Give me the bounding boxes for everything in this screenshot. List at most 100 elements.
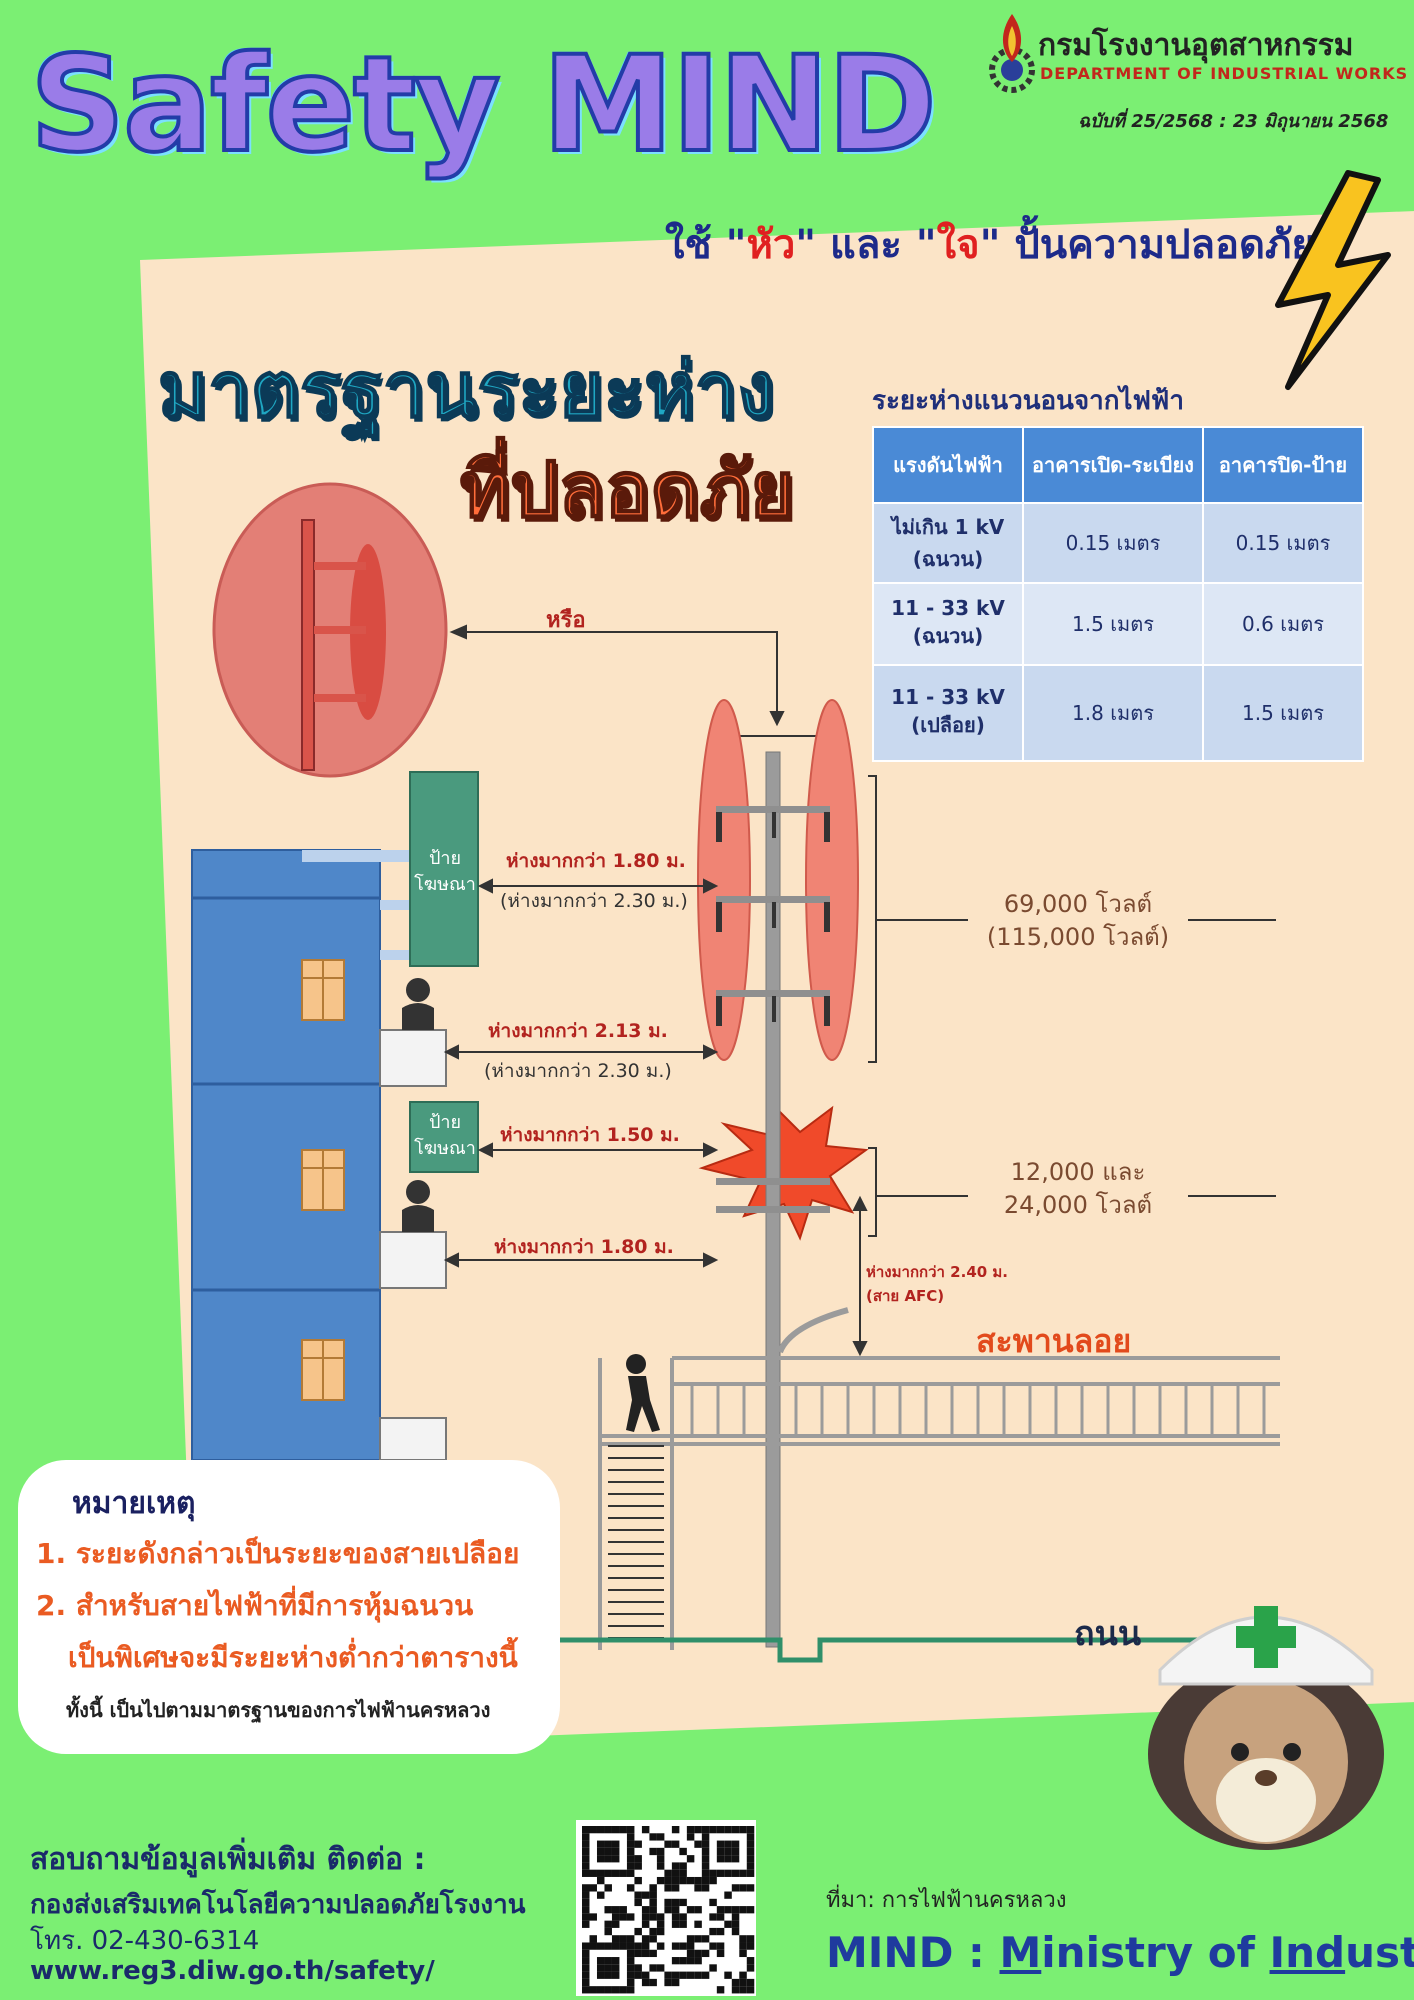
- or-arrow: [449, 624, 785, 727]
- qr-module: [649, 1964, 657, 1972]
- dist-sign-top: ห่างมากกว่า 1.80 ม.: [506, 850, 686, 872]
- qr-module: [716, 1986, 725, 1994]
- qr-module: [701, 1833, 710, 1841]
- qr-module: [701, 1840, 710, 1848]
- qr-module: [694, 1884, 702, 1892]
- utility-pole: [765, 751, 781, 1648]
- qr-module: [626, 1869, 635, 1877]
- qr-module: [724, 1920, 732, 1928]
- qr-module: [716, 1927, 725, 1936]
- qr-module: [656, 1927, 665, 1936]
- qr-module: [664, 1898, 672, 1907]
- headline-line1: มาตรฐานระยะห่าง: [157, 344, 775, 435]
- qr-module: [656, 1833, 665, 1841]
- qr-module: [694, 1876, 702, 1885]
- dist-balcony-low: ห่างมากกว่า 1.80 ม.: [494, 1236, 674, 1258]
- qr-module: [589, 1869, 597, 1877]
- qr-module: [694, 1935, 702, 1943]
- page-title: Safety MIND: [28, 28, 939, 182]
- billboard-low: [409, 1101, 479, 1173]
- qr-module: [739, 1826, 747, 1834]
- qr-module: [664, 1971, 672, 1979]
- qr-module: [634, 1942, 642, 1950]
- qr-module: [626, 1949, 635, 1958]
- qr-module: [634, 1971, 642, 1979]
- table-cell-voltage: ไม่เกิน 1 kV(ฉนวน): [872, 502, 1024, 584]
- qr-module: [671, 1869, 680, 1877]
- qr-module: [716, 1906, 725, 1914]
- qr-module: [626, 1826, 635, 1834]
- qr-module: [604, 1964, 612, 1972]
- qr-module: [589, 1913, 597, 1921]
- qr-module: [596, 1942, 605, 1950]
- qr-module: [686, 1833, 695, 1841]
- qr-module: [739, 1884, 747, 1892]
- qr-module: [596, 1891, 605, 1899]
- qr-module: [671, 1920, 680, 1928]
- qr-module: [679, 1869, 687, 1877]
- qr-module: [604, 1986, 612, 1994]
- dist-balcony-top-alt: (ห่างมากกว่า 2.30 ม.): [484, 1060, 672, 1082]
- qr-module: [582, 1986, 590, 1994]
- department-name-th: กรมโรงงานอุตสาหกรรม: [1038, 28, 1354, 63]
- qr-module: [701, 1884, 710, 1892]
- qr-module: [611, 1906, 620, 1914]
- qr-module: [664, 1840, 672, 1848]
- qr-module: [611, 1840, 620, 1848]
- qr-module: [634, 1949, 642, 1958]
- qr-module: [709, 1964, 717, 1972]
- qr-module: [709, 1869, 717, 1877]
- qr-module: [679, 1876, 687, 1885]
- dist-sign-top-alt: (ห่างมากกว่า 2.30 ม.): [500, 890, 688, 912]
- qr-module: [619, 1942, 627, 1950]
- qr-module: [724, 1971, 732, 1979]
- contact-org: กองส่งเสริมเทคโนโลยีความปลอดภัยโรงงาน: [30, 1890, 526, 1920]
- qr-module: [746, 1826, 755, 1834]
- qr-module: [746, 1942, 755, 1950]
- qr-module: [582, 1964, 590, 1972]
- qr-module: [731, 1913, 740, 1921]
- qr-module: [724, 1855, 732, 1863]
- qr-module: [634, 1898, 642, 1907]
- qr-module: [716, 1840, 725, 1848]
- qr-module: [634, 1876, 642, 1885]
- qr-module: [731, 1826, 740, 1834]
- qr-module: [664, 1906, 672, 1914]
- qr-module: [709, 1913, 717, 1921]
- qr-module: [679, 1920, 687, 1928]
- qr-module: [604, 1906, 612, 1914]
- qr-module: [746, 1833, 755, 1841]
- qr-module: [694, 1920, 702, 1928]
- qr-module: [582, 1847, 590, 1856]
- qr-module: [686, 1906, 695, 1914]
- qr-module: [694, 1906, 702, 1914]
- slogan: ใช้ "หัว" และ "ใจ" ปั้นความปลอดภัย: [665, 222, 1315, 268]
- qr-module: [641, 1942, 650, 1950]
- table-title: ระยะห่างแนวนอนจากไฟฟ้า: [872, 386, 1184, 416]
- qr-module: [626, 1986, 635, 1994]
- qr-module: [679, 1957, 687, 1965]
- qr-module: [671, 1906, 680, 1914]
- qr-module: [649, 1906, 657, 1914]
- qr-module: [731, 1869, 740, 1877]
- bridge-railing: [690, 1384, 1266, 1436]
- qr-module: [582, 1957, 590, 1965]
- qr-module: [686, 1957, 695, 1965]
- qr-module: [694, 1826, 702, 1834]
- table-cell-voltage: 11 - 33 kV(ฉนวน): [872, 582, 1024, 666]
- qr-module: [709, 1876, 717, 1885]
- qr-module: [686, 1935, 695, 1943]
- qr-module: [731, 1978, 740, 1987]
- qr-module: [611, 1869, 620, 1877]
- qr-code[interactable]: [576, 1820, 756, 1996]
- qr-module: [649, 1891, 657, 1899]
- contact-url[interactable]: www.reg3.diw.go.th/safety/: [30, 1956, 435, 1986]
- qr-module: [582, 1913, 590, 1921]
- qr-module: [589, 1935, 597, 1943]
- qr-module: [716, 1913, 725, 1921]
- qr-module: [582, 1826, 590, 1834]
- qr-module: [649, 1949, 657, 1958]
- qr-module: [582, 1869, 590, 1877]
- hedgehog-mascot: [1148, 1606, 1384, 1850]
